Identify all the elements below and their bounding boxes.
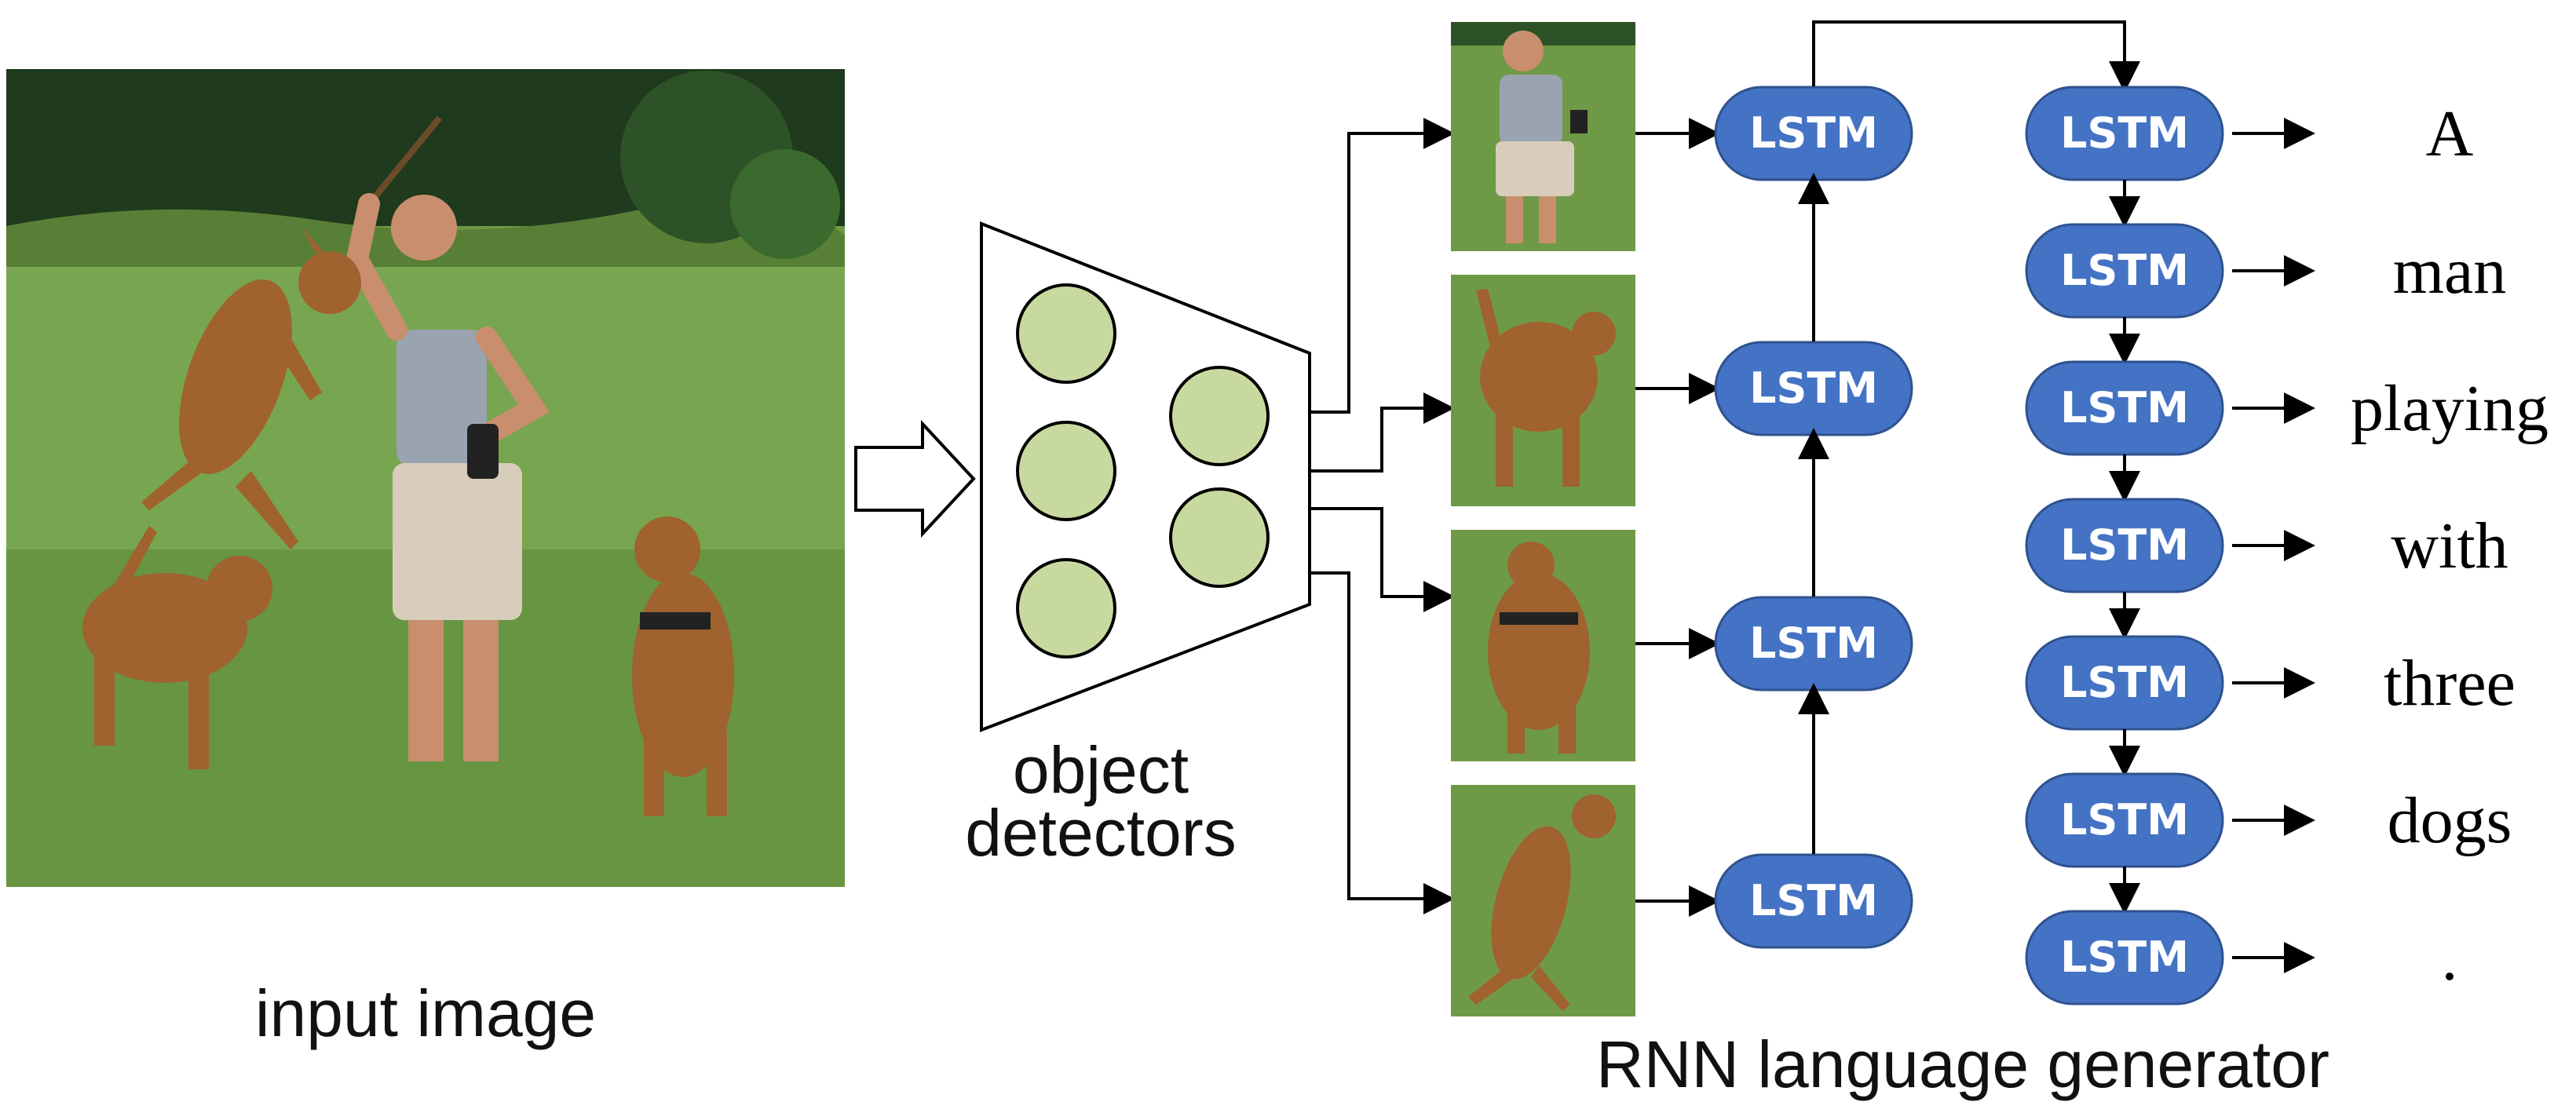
crop-man-icon bbox=[1451, 22, 1635, 251]
lstm-label: LSTM bbox=[2060, 383, 2189, 432]
output-word: with bbox=[2391, 509, 2508, 582]
crop-jumping-dog-icon bbox=[1451, 785, 1635, 1016]
input-photo bbox=[6, 69, 845, 887]
man-figure bbox=[345, 115, 550, 761]
detector-node bbox=[1016, 421, 1116, 521]
lstm-label: LSTM bbox=[1749, 363, 1878, 413]
lstm-label: LSTM bbox=[1749, 108, 1878, 158]
encoder-lstm-cell: LSTM bbox=[1714, 341, 1913, 436]
crop-dog-icon bbox=[1451, 530, 1635, 761]
lstm-label: LSTM bbox=[1749, 619, 1878, 668]
standing-dog bbox=[632, 516, 734, 816]
encoder-lstm-cell: LSTM bbox=[1714, 86, 1913, 181]
output-word: man bbox=[2393, 235, 2507, 308]
lstm-label: LSTM bbox=[2060, 520, 2189, 570]
output-word: . bbox=[2442, 921, 2458, 994]
detector-node bbox=[1169, 487, 1270, 588]
object-detectors-label-line2: detectors bbox=[965, 796, 1237, 870]
encoder-lstm-cell: LSTM bbox=[1714, 853, 1913, 949]
decoder-lstm-cell: LSTM bbox=[2025, 360, 2224, 456]
hollow-right-arrow-icon bbox=[854, 419, 976, 538]
lstm-label: LSTM bbox=[1749, 876, 1878, 925]
decoder-lstm-cell: LSTM bbox=[2025, 910, 2224, 1005]
crop-to-lstm-arrows bbox=[1635, 118, 1720, 917]
decoder-lstm-cell: LSTM bbox=[2025, 223, 2224, 319]
object-detector bbox=[980, 221, 1311, 732]
detector-output-arrows bbox=[1310, 118, 1455, 914]
lstm-label: LSTM bbox=[2060, 932, 2189, 982]
detector-node bbox=[1016, 558, 1116, 659]
detector-node bbox=[1169, 366, 1270, 466]
lstm-label: LSTM bbox=[2060, 108, 2189, 158]
object-detectors-label-line1: object bbox=[1013, 733, 1189, 807]
crop-dog-icon bbox=[1451, 275, 1635, 506]
decoder-lstm-cell: LSTM bbox=[2025, 86, 2224, 181]
decoder-lstm-cell: LSTM bbox=[2025, 772, 2224, 868]
encoder-lstm-column: LSTM LSTM LSTM LSTM bbox=[1714, 86, 1913, 949]
rnn-language-generator-label: RNN language generator bbox=[1596, 1027, 2329, 1101]
output-word: dogs bbox=[2388, 784, 2512, 857]
encoder-lstm-cell: LSTM bbox=[1714, 596, 1913, 692]
lstm-label: LSTM bbox=[2060, 246, 2189, 295]
encoder-recurrent-arrows bbox=[1798, 20, 2140, 854]
lstm-label: LSTM bbox=[2060, 795, 2189, 845]
decoder-lstm-cell: LSTM bbox=[2025, 498, 2224, 593]
input-image-label: input image bbox=[255, 976, 596, 1050]
output-word: playing bbox=[2351, 372, 2549, 445]
lstm-label: LSTM bbox=[2060, 658, 2189, 707]
jumping-dog bbox=[141, 228, 361, 549]
detector-node bbox=[1016, 283, 1116, 384]
output-word: three bbox=[2384, 647, 2516, 720]
output-word: A bbox=[2426, 97, 2474, 170]
sitting-dog bbox=[82, 526, 272, 769]
decoder-lstm-cell: LSTM bbox=[2025, 635, 2224, 731]
